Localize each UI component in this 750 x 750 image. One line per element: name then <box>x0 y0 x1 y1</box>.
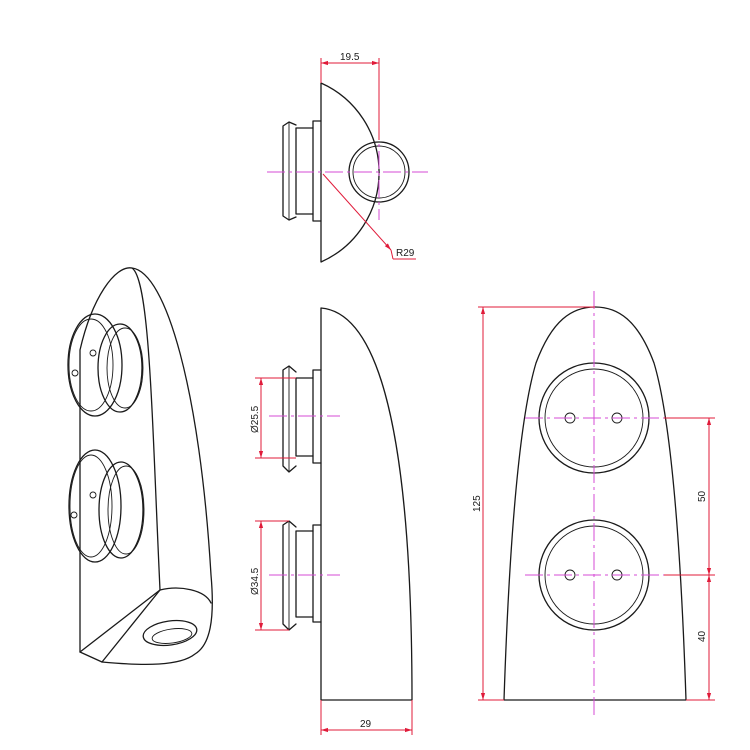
iso-upper-clamp-cap <box>67 313 123 417</box>
side-upper-clamp-washer <box>295 377 314 457</box>
top-view-half-round-body <box>320 82 380 263</box>
top-view-width-label: 19.5 <box>340 52 360 63</box>
iso-lower-clamp-cap <box>68 449 122 563</box>
side-large-dia-label: Ø34.5 <box>250 567 261 595</box>
top-view-radius-leader <box>322 173 392 251</box>
front-height-label: 125 <box>472 495 483 512</box>
side-view: Ø25.5 Ø34.5 29 <box>250 307 413 735</box>
iso-upper-clamp-cap-rim <box>68 318 114 412</box>
iso-lower-clamp-cap-rim <box>69 454 113 558</box>
top-view-radius-leader-tail <box>390 249 394 260</box>
iso-upper-clamp-washer <box>97 323 143 413</box>
front-bottom-label: 40 <box>697 630 708 642</box>
iso-upper-cap-pin-hole-b <box>89 349 97 357</box>
side-small-dia-label: Ø25.5 <box>250 405 261 433</box>
iso-upper-cap-pin-hole-a <box>71 369 79 377</box>
side-view-body-outline <box>320 307 413 701</box>
iso-bottom-bore <box>142 619 198 647</box>
iso-bottom-bore-inner <box>151 628 193 644</box>
front-spacing-label: 50 <box>697 490 708 502</box>
iso-bottom-face <box>79 587 212 653</box>
side-lower-clamp-washer <box>295 530 314 618</box>
front-view: 125 50 40 <box>472 291 715 718</box>
front-view-body-outline <box>503 306 687 701</box>
side-lower-clamp-plate <box>312 524 322 623</box>
iso-lower-clamp-washer <box>98 461 144 559</box>
iso-body-outline <box>79 267 213 666</box>
isometric-view <box>67 267 213 666</box>
side-upper-clamp-cap <box>282 365 297 473</box>
iso-upper-clamp-washer-rim <box>106 327 144 409</box>
top-view-clamp-plate <box>312 120 322 222</box>
top-view-radius-label: R29 <box>396 248 415 259</box>
top-view: 19.5 R29 <box>267 52 428 263</box>
top-view-clamp-washer <box>295 127 314 215</box>
iso-lower-cap-pin-hole-b <box>89 491 97 499</box>
top-view-clamp-cap <box>282 121 297 221</box>
iso-lower-clamp-washer-rim <box>107 465 145 555</box>
iso-bottom-edge-inner <box>101 589 161 663</box>
iso-front-face-edge <box>131 267 161 591</box>
side-depth-label: 29 <box>360 719 372 730</box>
iso-lower-cap-pin-hole-a <box>70 511 78 519</box>
